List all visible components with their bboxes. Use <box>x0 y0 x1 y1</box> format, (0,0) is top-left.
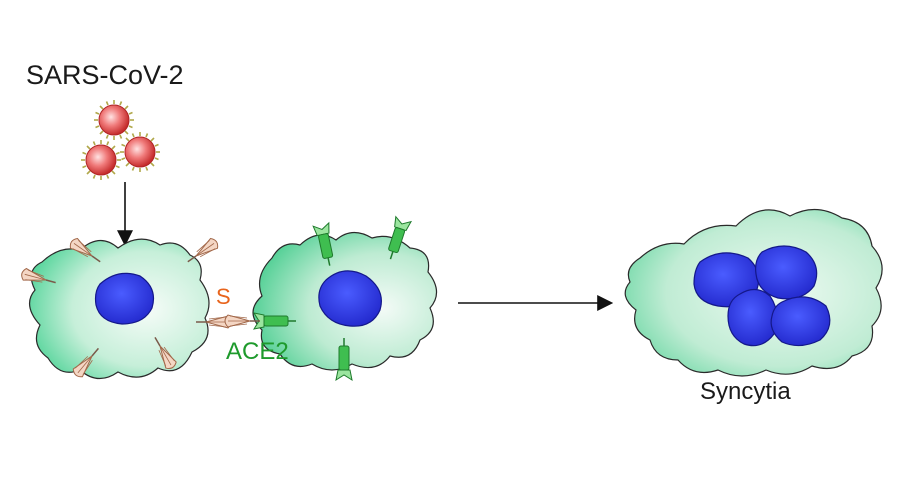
syncytia-label: Syncytia <box>700 378 791 405</box>
ace2-label: ACE2 <box>226 338 289 365</box>
syncytium-cell <box>624 208 883 377</box>
nucleus-icon <box>755 245 818 300</box>
virus-particle-icon <box>93 99 135 141</box>
infected-cell <box>19 235 232 380</box>
nucleus-icon <box>770 296 831 347</box>
target-cell <box>224 215 438 381</box>
nucleus-icon <box>727 288 778 347</box>
virus-cluster <box>80 99 161 181</box>
nucleus-icon <box>94 272 155 325</box>
virus-particle-icon <box>119 131 161 173</box>
virus-label: SARS-CoV-2 <box>26 60 184 90</box>
nucleus-icon <box>318 270 382 327</box>
virus-particle-icon <box>80 139 122 181</box>
spike-label: S <box>216 284 231 309</box>
